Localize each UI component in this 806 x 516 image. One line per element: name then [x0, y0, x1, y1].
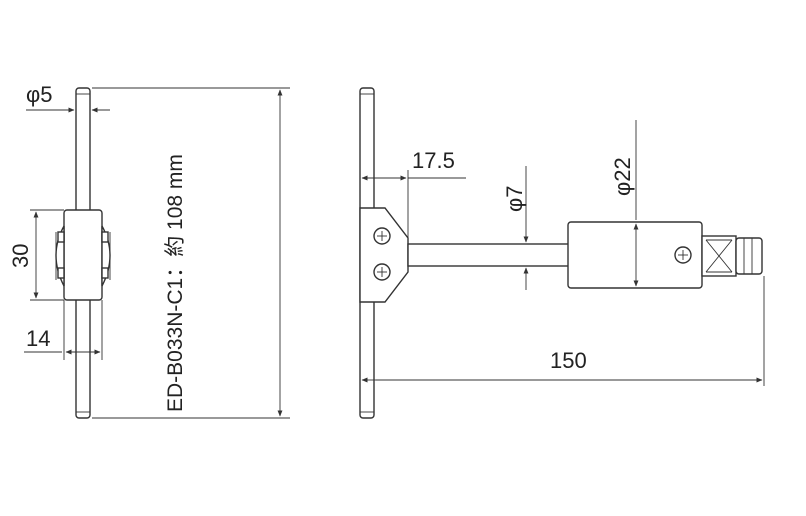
dim-30-label: 30	[8, 244, 33, 268]
dim-30: 30	[8, 209, 64, 301]
bracket-screw-bottom	[373, 263, 391, 281]
dim-phi22-label: φ22	[610, 157, 635, 196]
dim-150-label: 150	[550, 348, 587, 373]
bracket-screw-top	[373, 227, 391, 245]
dim-14-label: 14	[26, 326, 50, 351]
dim-14: 14	[24, 300, 103, 360]
dim-phi7: φ7	[502, 166, 529, 290]
dim-overall-height	[92, 87, 290, 419]
dim-150: 150	[361, 276, 765, 386]
dim-17-5: 17.5	[359, 148, 466, 238]
side-clamp-body	[63, 209, 103, 301]
front-bracket	[359, 207, 409, 303]
front-connector-tip	[735, 237, 763, 275]
dim-phi5-label: φ5	[26, 82, 53, 107]
dim-17-5-label: 17.5	[412, 148, 455, 173]
front-shaft	[407, 243, 571, 267]
side-view	[55, 87, 111, 419]
dim-phi5: φ5	[26, 82, 110, 116]
body-screw	[674, 246, 692, 264]
dim-phi22: φ22	[610, 120, 639, 287]
model-label: ED-B033N-C1：約 108 mm	[164, 154, 187, 412]
dim-phi7-label: φ7	[502, 185, 527, 212]
